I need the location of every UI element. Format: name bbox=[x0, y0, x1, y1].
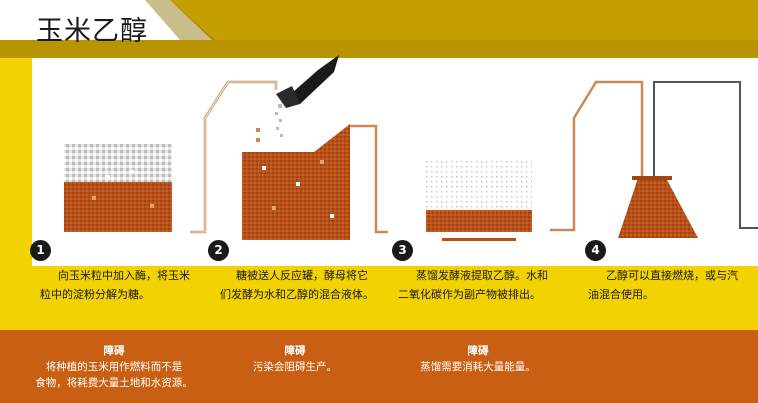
step-3-description: 蒸馏发酵液提取乙醇。水和 二氧化碳作为副产物被排出。 bbox=[398, 266, 548, 304]
obstacle-1: 障碍 将种植的玉米用作燃料而不是 食物，将耗费大量土地和水资源。 bbox=[28, 343, 200, 391]
step-1-line-2: 粒中的淀粉分解为糖。 bbox=[40, 288, 150, 301]
step-4-description: 乙醇可以直接燃烧，或与汽 油混合使用。 bbox=[588, 266, 738, 304]
step-3-number: 3 bbox=[392, 240, 413, 261]
step-1-number: 1 bbox=[30, 240, 51, 261]
obstacles-band: 障碍 将种植的玉米用作燃料而不是 食物，将耗费大量土地和水资源。 障碍 污染会阻… bbox=[0, 330, 758, 403]
pipe-2-3 bbox=[350, 124, 388, 234]
obstacle-1-title: 障碍 bbox=[103, 345, 125, 357]
obstacle-1-line-1: 将种植的玉米用作燃料而不是 bbox=[45, 361, 183, 373]
yeast-scoop bbox=[275, 55, 339, 137]
step1-mash-tank bbox=[64, 144, 172, 232]
step-3-line-1: 蒸馏发酵液提取乙醇。水和 bbox=[416, 269, 548, 282]
obstacle-3-line-1: 蒸馏需要消耗大量能量。 bbox=[420, 361, 536, 373]
obstacle-2-title: 障碍 bbox=[284, 345, 306, 357]
title-band bbox=[0, 0, 758, 58]
step-2-description: 糖被送人反应罐，酵母将它 们发酵为水和乙醇的混合液体。 bbox=[220, 266, 374, 304]
obstacle-3-title: 障碍 bbox=[467, 345, 489, 357]
step-4-line-2: 油混合使用。 bbox=[588, 288, 654, 301]
step-4-number: 4 bbox=[585, 240, 606, 261]
step-2-line-1: 糖被送人反应罐，酵母将它 bbox=[236, 269, 368, 282]
pipe-3-4 bbox=[550, 80, 644, 232]
step2-fermenter bbox=[242, 124, 350, 240]
step-4-line-1: 乙醇可以直接燃烧，或与汽 bbox=[606, 269, 738, 282]
step4-ethanol-flask bbox=[618, 176, 698, 238]
obstacle-3: 障碍 蒸馏需要消耗大量能量。 bbox=[408, 343, 548, 375]
obstacle-1-line-2: 食物，将耗费大量土地和水资源。 bbox=[35, 377, 193, 389]
obstacle-2: 障碍 污染会阻碍生产。 bbox=[230, 343, 360, 375]
page-title: 玉米乙醇 bbox=[36, 16, 148, 47]
step-2-line-2: 们发酵为水和乙醇的混合液体。 bbox=[220, 288, 374, 301]
step-1-line-1: 向玉米粒中加入酶，将玉米 bbox=[58, 269, 190, 282]
step-2-number: 2 bbox=[208, 240, 229, 261]
step3-distiller bbox=[426, 160, 532, 241]
obstacle-2-line-1: 污染会阻碍生产。 bbox=[253, 361, 337, 373]
step-3-line-2: 二氧化碳作为副产物被排出。 bbox=[398, 288, 541, 301]
exhaust-pipe bbox=[653, 81, 758, 229]
step-1-description: 向玉米粒中加入酶，将玉米 粒中的淀粉分解为糖。 bbox=[40, 266, 190, 304]
